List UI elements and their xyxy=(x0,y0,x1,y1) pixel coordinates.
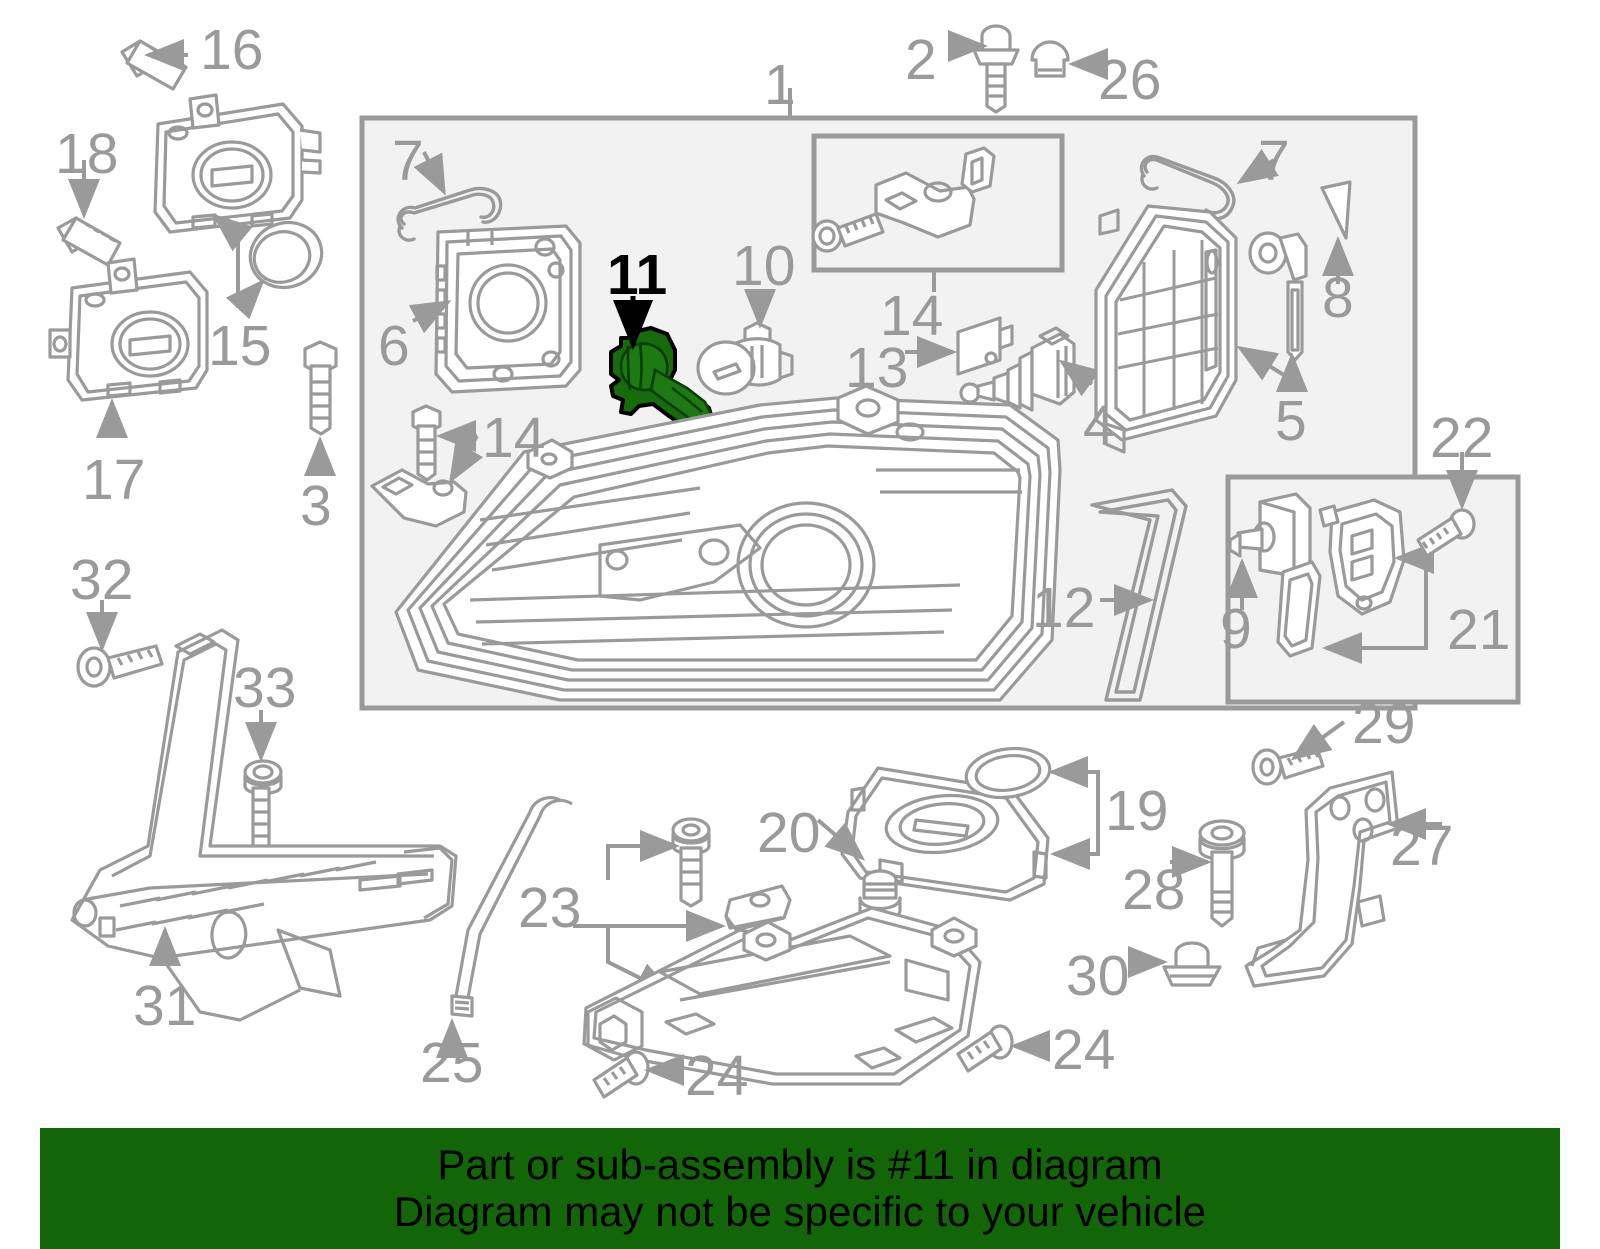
callout-label-2: 2 xyxy=(905,28,937,92)
part-16-bolt xyxy=(120,39,188,91)
callout-label-7-left: 7 xyxy=(392,129,424,193)
part-32-bolt xyxy=(76,644,164,688)
part-10-bulb xyxy=(696,321,794,396)
part-33-bolt xyxy=(243,759,283,858)
part-26-cap-plug xyxy=(1030,40,1070,78)
callout-label-33: 33 xyxy=(233,656,297,720)
callout-label-20: 20 xyxy=(757,801,821,865)
part-8-clip xyxy=(1320,180,1352,240)
callout-label-3: 3 xyxy=(300,474,332,538)
part-15-16-module xyxy=(153,93,322,234)
part-14-bracket-boxed xyxy=(811,146,996,253)
part-notice-banner: Part or sub-assembly is #11 in diagram D… xyxy=(40,1128,1560,1249)
part-5-housing-cover xyxy=(1094,204,1238,454)
callout-label-9: 9 xyxy=(1220,597,1252,661)
part-13-ignitor-plate xyxy=(956,316,1014,376)
callout-label-24-left: 24 xyxy=(685,1044,749,1108)
part-3-bolt xyxy=(303,340,338,436)
part-31-carrier-support xyxy=(70,628,458,1022)
part-19-gasket xyxy=(964,746,1052,800)
banner-line-2: Diagram may not be specific to your vehi… xyxy=(393,1187,1207,1235)
callout-label-5: 5 xyxy=(1275,389,1307,453)
part-6-cover-cap xyxy=(434,224,582,394)
part-15-seal-ring xyxy=(248,220,324,290)
part-14-bracket-left xyxy=(370,404,468,528)
part-30-nut xyxy=(1162,941,1222,987)
part-25-washer-hose xyxy=(450,796,573,1018)
callout-label-10: 10 xyxy=(732,234,796,298)
part-28-bolt xyxy=(1198,819,1246,928)
callout-label-12: 12 xyxy=(1032,576,1096,640)
callout-label-14-left: 14 xyxy=(482,406,546,470)
callout-label-31: 31 xyxy=(133,974,197,1038)
part-17-control-module xyxy=(48,257,209,402)
callout-label-8: 8 xyxy=(1322,266,1354,330)
banner-line-1: Part or sub-assembly is #11 in diagram xyxy=(437,1141,1163,1189)
part-23-bolt xyxy=(671,817,711,908)
callout-label-19: 19 xyxy=(1105,779,1169,843)
part-29-bolt xyxy=(1251,746,1325,786)
part-19-ballast-module xyxy=(840,766,1050,902)
callout-label-7-right: 7 xyxy=(1258,129,1290,193)
callout-label-16: 16 xyxy=(200,18,264,82)
callout-label-18: 18 xyxy=(55,122,119,186)
callout-label-24-right: 24 xyxy=(1052,1018,1116,1082)
callout-label-17: 17 xyxy=(82,448,146,512)
part-7-spring-clip-left xyxy=(396,186,503,242)
part-24-bolt-left xyxy=(592,1050,650,1099)
callout-label-21: 21 xyxy=(1447,598,1511,662)
callout-label-26: 26 xyxy=(1098,48,1162,112)
callout-label-28: 28 xyxy=(1122,858,1186,922)
part-22-screw xyxy=(1416,508,1476,558)
callout-label-29: 29 xyxy=(1352,692,1416,756)
callout-label-23: 23 xyxy=(518,876,582,940)
part-12-gasket-seal xyxy=(1090,488,1188,702)
callout-label-32: 32 xyxy=(70,548,134,612)
part-21-bracket-cover xyxy=(1318,498,1406,616)
part-18-bolt xyxy=(56,216,122,267)
part-21-seal xyxy=(1276,560,1322,658)
callout-label-6: 6 xyxy=(378,314,410,378)
callout-label-1: 1 xyxy=(764,53,796,117)
callout-label-25: 25 xyxy=(420,1031,484,1095)
callout-label-30: 30 xyxy=(1066,944,1130,1008)
callout-label-22: 22 xyxy=(1430,406,1494,470)
callout-label-14-boxed: 14 xyxy=(880,284,944,348)
callout-label-13: 13 xyxy=(845,336,909,400)
headlight-lens-assembly xyxy=(394,384,1062,702)
callout-label-15: 15 xyxy=(208,314,272,378)
exploded-parts-diagram: 16 2 26 1 18 7 7 11 10 15 14 8 6 13 4 5 … xyxy=(48,18,1521,1108)
callout-label-11-highlighted: 11 xyxy=(607,243,668,307)
callout-label-4: 4 xyxy=(1083,394,1115,458)
part-5-adjuster-rod xyxy=(1248,231,1308,362)
part-24-bolt-right xyxy=(956,1024,1014,1073)
part-2-bolt xyxy=(972,24,1020,114)
part-27-bracket xyxy=(1244,770,1400,988)
part-7-spring-clip-right xyxy=(1139,154,1236,221)
part-23-nut xyxy=(724,884,792,932)
part-11-bulb-socket-highlighted xyxy=(609,326,715,434)
callout-label-27: 27 xyxy=(1390,814,1454,878)
